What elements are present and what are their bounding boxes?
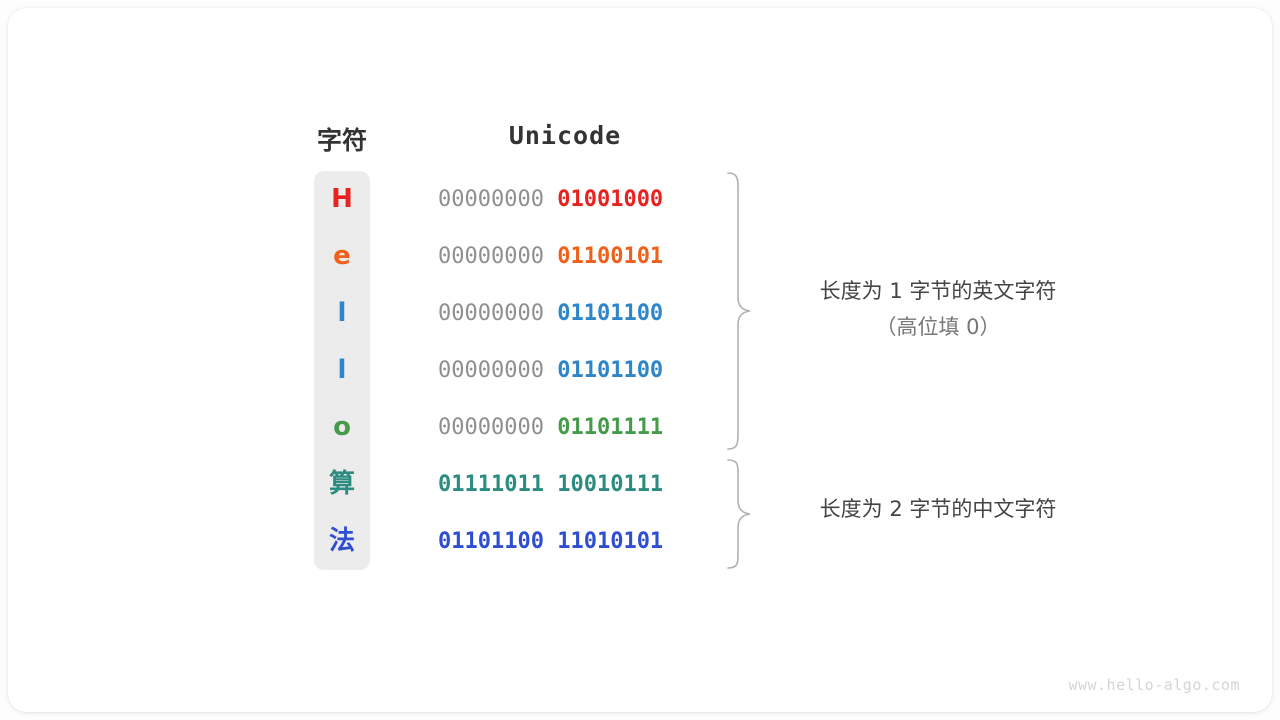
annotation-ascii-main: 长度为 1 字节的英文字符: [819, 279, 1057, 303]
row-low-byte: 01101100: [557, 301, 664, 326]
table-row: l 00000000 01101100: [8, 285, 1272, 342]
brace-chinese-group: [726, 458, 752, 570]
row-high-byte: 00000000: [438, 244, 544, 269]
row-character: e: [333, 241, 351, 271]
annotation-ascii-sub: （高位填 0）: [875, 315, 1001, 339]
column-header-character: 字符: [316, 126, 367, 155]
row-character: H: [331, 184, 353, 214]
row-unicode-bytes: 01101100 11010101: [438, 513, 694, 570]
row-high-byte: 01101100: [438, 529, 544, 554]
watermark: www.hello-algo.com: [1068, 676, 1240, 694]
row-high-byte: 00000000: [438, 358, 544, 383]
row-low-byte: 01101111: [557, 415, 664, 440]
annotation-chinese: 长度为 2 字节的中文字符: [768, 491, 1108, 527]
annotation-ascii: 长度为 1 字节的英文字符 （高位填 0）: [768, 273, 1108, 345]
character-column-background: [314, 171, 370, 570]
row-unicode-bytes: 00000000 01101100: [438, 342, 694, 399]
annotation-chinese-main: 长度为 2 字节的中文字符: [819, 497, 1057, 521]
row-low-byte: 01101100: [557, 358, 664, 383]
row-high-byte: 00000000: [438, 187, 544, 212]
row-character: o: [333, 412, 351, 442]
row-unicode-bytes: 00000000 01001000: [438, 171, 694, 228]
row-low-byte: 01001000: [557, 187, 664, 212]
row-character: l: [337, 298, 347, 328]
brace-ascii-group: [726, 171, 752, 451]
row-unicode-bytes: 00000000 01101100: [438, 285, 694, 342]
table-row: H 00000000 01001000: [8, 171, 1272, 228]
table-row: l 00000000 01101100: [8, 342, 1272, 399]
table-row: 算 01111011 10010111: [8, 456, 1272, 513]
row-low-byte: 10010111: [557, 472, 664, 497]
row-character: 法: [328, 526, 355, 556]
row-unicode-bytes: 01111011 10010111: [438, 456, 694, 513]
table-row: o 00000000 01101111: [8, 399, 1272, 456]
column-header-unicode: Unicode: [508, 121, 622, 150]
row-high-byte: 00000000: [438, 415, 544, 440]
table-row: e 00000000 01100101: [8, 228, 1272, 285]
row-unicode-bytes: 00000000 01101111: [438, 399, 694, 456]
row-low-byte: 11010101: [557, 529, 664, 554]
row-unicode-bytes: 00000000 01100101: [438, 228, 694, 285]
row-low-byte: 01100101: [557, 244, 664, 269]
table-row: 法 01101100 11010101: [8, 513, 1272, 570]
row-character: l: [337, 355, 347, 385]
row-high-byte: 01111011: [438, 472, 544, 497]
row-character: 算: [328, 469, 355, 499]
row-high-byte: 00000000: [438, 301, 544, 326]
diagram-card: 字符 Unicode H 00000000 01001000 e 00000000 0…: [8, 8, 1272, 712]
